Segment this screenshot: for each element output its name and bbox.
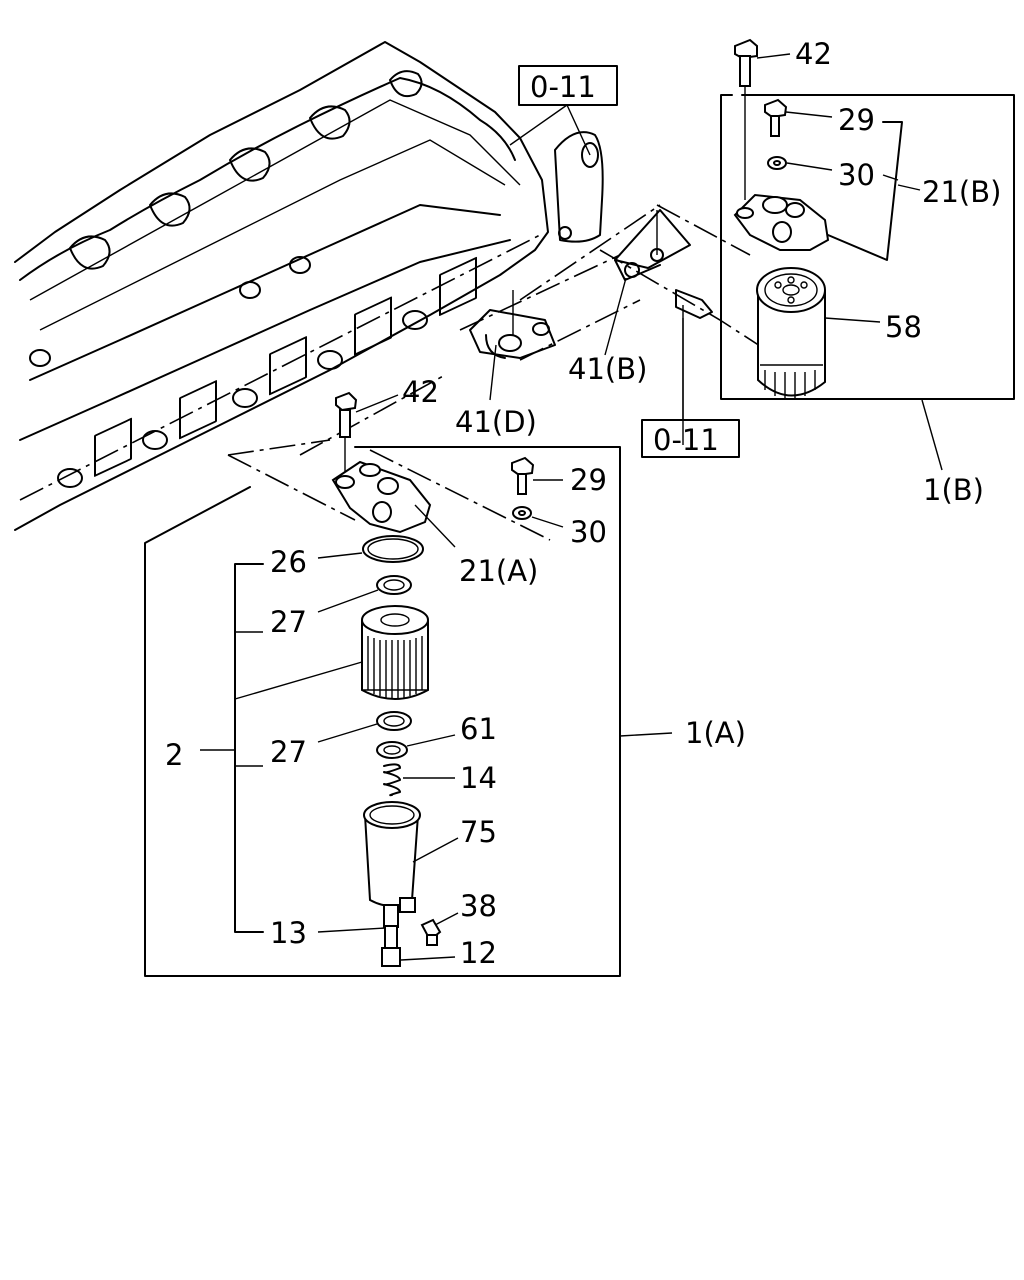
mounting-bracket xyxy=(554,131,604,243)
filter-head-21a xyxy=(331,460,456,548)
o-ring-26 xyxy=(317,535,424,563)
spin-on-filter-58 xyxy=(756,267,881,398)
bracket-41d xyxy=(469,290,556,359)
label-75: 75 xyxy=(460,815,497,849)
label-1b: 1(B) xyxy=(923,473,984,507)
bracket-bolt xyxy=(675,289,713,445)
label-21b: 21(B) xyxy=(922,175,1001,209)
spring-14 xyxy=(383,763,455,797)
filter-element xyxy=(361,605,429,700)
label-42-bottom: 42 xyxy=(402,375,439,409)
washer-30-bottom xyxy=(512,506,564,528)
drain-13-12 xyxy=(317,925,456,967)
label-1a: 1(A) xyxy=(685,716,746,750)
bolt-42-bottom xyxy=(335,391,399,480)
assembly-1b-box xyxy=(720,94,1015,400)
label-13: 13 xyxy=(270,916,307,950)
seal-27-bottom xyxy=(317,711,412,743)
ref-label-bottom: 0-11 xyxy=(653,423,719,457)
label-38: 38 xyxy=(460,889,497,923)
plug-38 xyxy=(420,912,459,946)
washer-61 xyxy=(376,734,456,759)
group-bracket-2 xyxy=(200,563,363,933)
label-30-bottom: 30 xyxy=(570,515,607,549)
bolt-29-bottom xyxy=(511,456,563,495)
assembly-1a-box xyxy=(144,446,621,977)
washer-30-top xyxy=(767,156,833,171)
bolt-29-top xyxy=(764,98,833,137)
engine-block xyxy=(14,41,549,531)
label-58: 58 xyxy=(885,310,922,344)
label-29-bottom: 29 xyxy=(570,463,607,497)
label-42-top: 42 xyxy=(795,37,832,71)
label-14: 14 xyxy=(460,761,497,795)
bracket-41b xyxy=(519,204,691,301)
ref-box-top xyxy=(518,65,618,106)
ref-box-bottom xyxy=(641,419,740,458)
label-27-top: 27 xyxy=(270,605,307,639)
label-27-bottom: 27 xyxy=(270,735,307,769)
label-26: 26 xyxy=(270,545,307,579)
seal-27-top xyxy=(317,575,412,613)
filter-bowl-75 xyxy=(363,801,459,928)
bolt-42-top xyxy=(734,38,791,200)
label-41d: 41(D) xyxy=(455,405,537,439)
label-2: 2 xyxy=(165,738,183,772)
label-12: 12 xyxy=(460,936,497,970)
ref-label-top: 0-11 xyxy=(530,70,596,104)
label-41b: 41(B) xyxy=(568,352,647,386)
label-21a: 21(A) xyxy=(459,554,538,588)
label-30-top: 30 xyxy=(838,158,875,192)
filter-head-21b xyxy=(733,193,830,251)
label-29-top: 29 xyxy=(838,103,875,137)
label-61: 61 xyxy=(460,712,497,746)
